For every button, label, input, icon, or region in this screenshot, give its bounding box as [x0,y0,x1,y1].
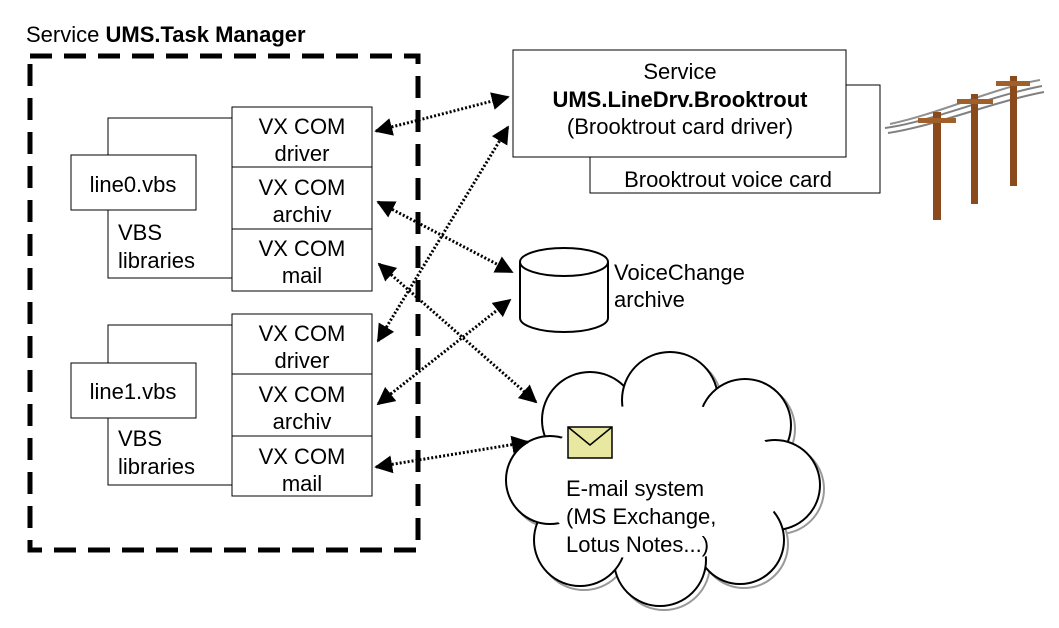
archive-label-1: VoiceChange [614,260,745,285]
line1-connector-top [107,324,232,363]
telephone-poles-icon [884,76,1045,220]
line1-vx-driver-box [231,313,373,375]
brooktrout-service-box [512,49,847,158]
brooktrout-service: Service UMS.LineDrv.Brooktrout (Brooktro… [512,49,881,194]
email-label-2: (MS Exchange, [566,504,716,529]
line1-vx-archiv-label-2: archiv [273,409,332,434]
line0-vx-archiv-box [231,166,373,230]
line1-vx-archiv-box [231,373,373,437]
line0-vbs-label-1: VBS [118,220,162,245]
line0-connector-bottom [107,210,232,279]
arrow-archiv1-archive [376,298,512,406]
line0-vx-driver-label-1: VX COM [259,114,346,139]
line1-vbs-label-2: libraries [118,454,195,479]
line1-vx-mail-box [231,435,373,497]
arrow-driver0-brooktrout [374,92,510,136]
line1-vx-driver-label-2: driver [274,348,329,373]
task-manager-boundary [27,53,421,553]
line1-vx-mail-label-2: mail [282,471,322,496]
archive-label-2: archive [614,287,685,312]
arrow-mail0-email [377,262,538,404]
line0-vx-mail-label-2: mail [282,263,322,288]
line0-vbs-label-2: libraries [118,248,195,273]
task-manager-title: Service UMS.Task Manager [26,22,306,47]
connection-arrows [374,92,538,474]
arrow-driver1-brooktrout [376,125,510,343]
line0-connector-top [107,117,232,155]
brooktrout-card-label: Brooktrout voice card [624,167,832,192]
line1-vx-driver-label-1: VX COM [259,321,346,346]
arrow-mail1-email [374,435,530,474]
line1-group: line1.vbs VBS libraries VX COM driver VX… [70,313,373,497]
line1-script-label: line1.vbs [90,379,177,404]
line0-vx-mail-box [231,228,373,292]
line1-vx-mail-label-1: VX COM [259,444,346,469]
line0-vx-archiv-label-2: archiv [273,202,332,227]
brooktrout-label-2: UMS.LineDrv.Brooktrout [552,87,808,112]
arrow-archiv0-archive [376,200,514,274]
line0-script-label: line0.vbs [90,172,177,197]
line0-script-box [70,154,197,211]
line1-connector-bottom [107,418,232,486]
line0-vx-archiv-label-1: VX COM [259,175,346,200]
line1-vbs-label-1: VBS [118,426,162,451]
brooktrout-label-3: (Brooktrout card driver) [567,114,793,139]
email-label-1: E-mail system [566,476,704,501]
line1-vx-archiv-label-1: VX COM [259,382,346,407]
envelope-icon [567,426,613,459]
line0-vx-mail-label-1: VX COM [259,236,346,261]
line0-group: line0.vbs VBS libraries VX COM driver VX… [70,106,373,292]
line1-script-box [70,362,197,419]
email-label-3: Lotus Notes...) [566,532,709,557]
line0-vx-driver-label-2: driver [274,141,329,166]
brooktrout-label-1: Service [643,59,716,84]
archive-database-icon [519,247,609,333]
